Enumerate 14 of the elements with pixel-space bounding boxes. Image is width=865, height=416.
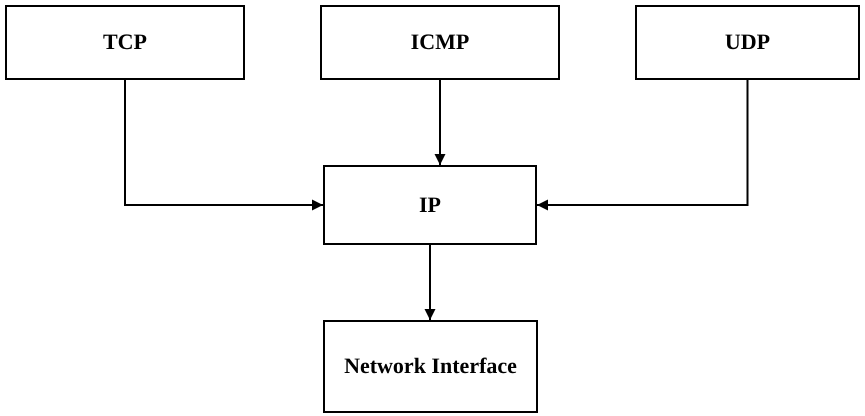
process-box xyxy=(320,5,560,80)
node-label: IP xyxy=(419,190,441,219)
process-box xyxy=(5,5,245,80)
arrow xyxy=(424,245,436,320)
node-label: ICMP xyxy=(410,28,470,56)
node-label: Network Interface xyxy=(344,352,517,380)
arrow xyxy=(124,80,323,210)
node-label: UDP xyxy=(724,28,770,56)
arrow xyxy=(537,80,748,210)
node-label: TCP xyxy=(103,28,147,56)
process-box xyxy=(323,320,538,413)
arrow xyxy=(434,80,446,165)
process-box xyxy=(323,165,537,245)
process-box xyxy=(635,5,860,80)
